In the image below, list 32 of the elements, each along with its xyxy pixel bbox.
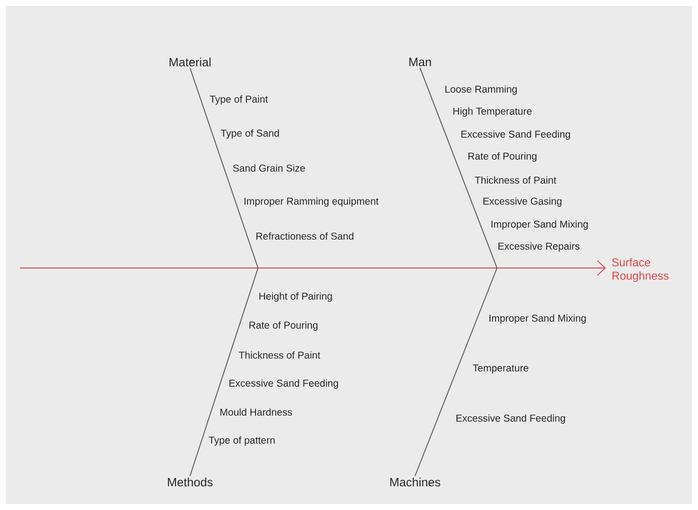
cause-label: Rate of Pouring: [249, 321, 318, 331]
category-label: Material: [170, 58, 211, 66]
cause-label: Excessive Gasing: [483, 197, 562, 207]
cause-label: Excessive Repairs: [498, 242, 580, 252]
cause-label: Refractioness of Sand: [256, 232, 354, 240]
cause-label: Excessive Sand Feeding: [461, 130, 570, 140]
bone-line: [420, 67, 498, 268]
cause-label: Excessive Sand Feeding: [229, 379, 338, 389]
cause-label: Type of Sand: [220, 129, 279, 139]
cause-label: Type of Paint: [210, 95, 268, 105]
bone-line: [190, 68, 258, 268]
cause-label: Improper Ramming equipment: [244, 197, 379, 207]
cause-label: Temperature: [472, 364, 528, 374]
cause-label: Thickness of Paint: [474, 176, 556, 184]
effect-label: Surface Roughness: [612, 258, 669, 282]
cause-label: Rate of Pouring: [468, 152, 536, 162]
cause-label: Sand Grain Size: [233, 164, 305, 172]
cause-label: Improper Sand Mixing: [490, 314, 586, 324]
cause-label: Mould Hardness: [220, 408, 292, 416]
category-label: Machines: [390, 478, 440, 486]
spine-arrow: [20, 260, 606, 276]
cause-label: Loose Ramming: [445, 85, 517, 95]
bone-line: [190, 268, 258, 476]
cause-label: Improper Sand Mixing: [492, 220, 588, 230]
cause-label: Height of Pairing: [259, 292, 332, 302]
cause-label: High Temperature: [453, 107, 532, 117]
category-label: Man: [409, 58, 431, 66]
bone-line: [414, 268, 498, 476]
cause-label: Thickness of Paint: [238, 351, 320, 359]
cause-label: Type of pattern: [208, 436, 275, 446]
cause-label: Excessive Sand Feeding: [456, 414, 565, 424]
category-label: Methods: [168, 478, 213, 486]
